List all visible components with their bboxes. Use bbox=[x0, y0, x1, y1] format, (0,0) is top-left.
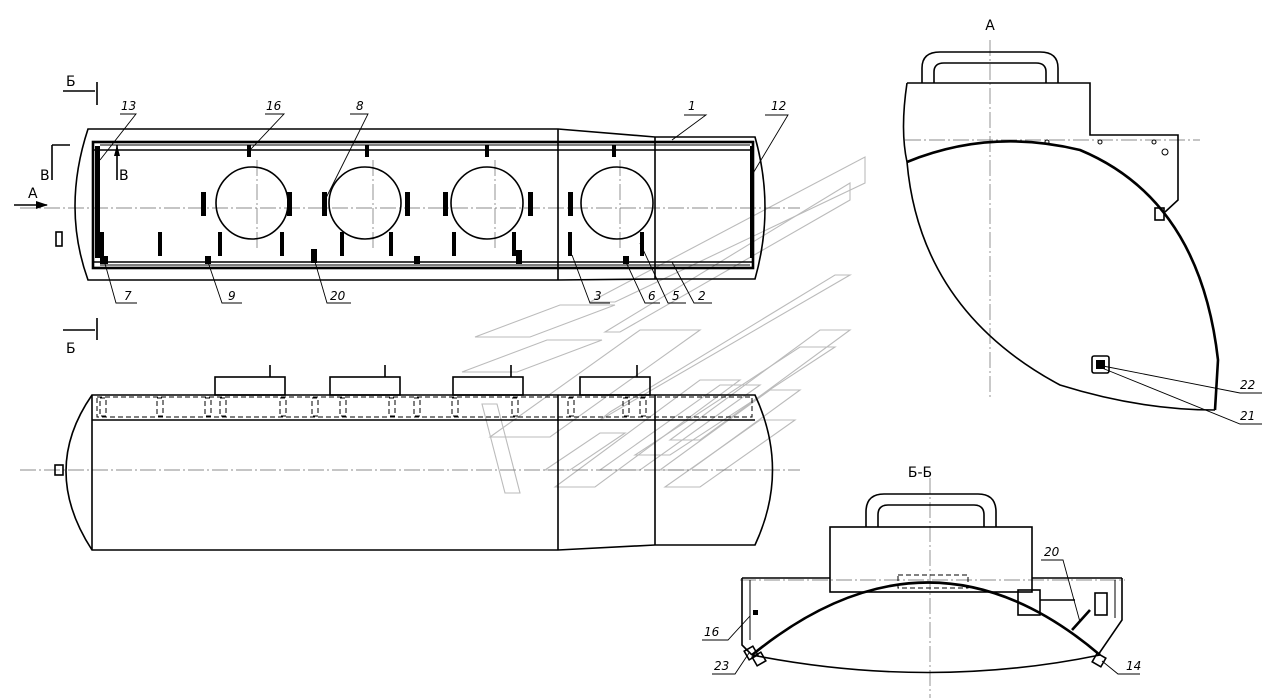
view-marker-v-left: В bbox=[40, 168, 50, 184]
view-a-title: А bbox=[985, 18, 995, 34]
callout-5: 5 bbox=[672, 289, 680, 303]
callout-22: 22 bbox=[1240, 378, 1255, 392]
section-marker-b-top: Б bbox=[66, 74, 76, 90]
view-a bbox=[902, 40, 1220, 411]
leader-lines bbox=[99, 113, 1262, 675]
callout-6: 6 bbox=[648, 289, 656, 303]
callout-9: 9 bbox=[228, 289, 236, 303]
callout-3: 3 bbox=[594, 289, 602, 303]
callout-2: 2 bbox=[698, 289, 706, 303]
callout-1: 1 bbox=[688, 99, 696, 113]
watermark-logo bbox=[461, 156, 866, 494]
callout-20: 20 bbox=[330, 289, 346, 303]
callout-16: 16 bbox=[266, 99, 282, 113]
front-view bbox=[20, 365, 800, 551]
callout-8: 8 bbox=[356, 99, 364, 113]
section-callout-20: 20 bbox=[1044, 545, 1060, 559]
section-callout-23: 23 bbox=[714, 659, 729, 673]
callout-13: 13 bbox=[121, 99, 136, 113]
section-callout-14: 14 bbox=[1126, 659, 1141, 673]
section-callout-16: 16 bbox=[704, 625, 720, 639]
callout-12: 12 bbox=[771, 99, 786, 113]
callout-21: 21 bbox=[1240, 409, 1255, 423]
top-view bbox=[14, 82, 800, 340]
section-marker-b-bottom: Б bbox=[66, 341, 76, 357]
callout-7: 7 bbox=[124, 289, 132, 303]
view-arrow-a-label: А bbox=[28, 186, 38, 202]
section-bb-title: Б-Б bbox=[908, 465, 932, 481]
section-bb bbox=[740, 478, 1125, 698]
view-marker-v-right: В bbox=[119, 168, 129, 184]
